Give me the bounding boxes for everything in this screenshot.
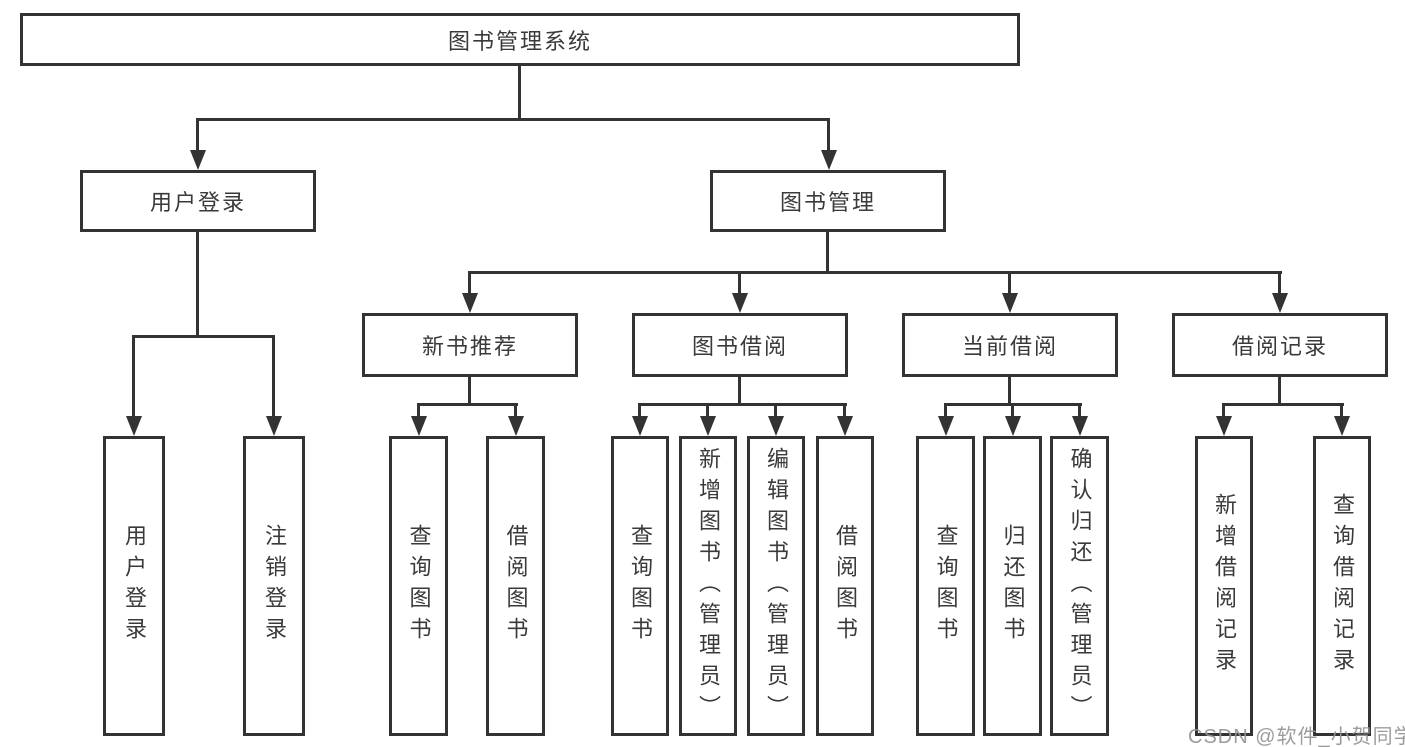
connector-line bbox=[1278, 271, 1281, 298]
connector-line bbox=[132, 335, 135, 420]
connector-line bbox=[1222, 403, 1344, 406]
connector-line bbox=[738, 271, 741, 298]
connector-line bbox=[417, 403, 420, 420]
connector-line bbox=[826, 232, 829, 274]
connector-line bbox=[468, 271, 471, 298]
arrowhead-down-icon bbox=[1005, 416, 1021, 436]
connector-line bbox=[1278, 377, 1281, 406]
connector-line bbox=[738, 377, 741, 406]
arrowhead-down-icon bbox=[1216, 416, 1232, 436]
arrowhead-down-icon bbox=[411, 416, 427, 436]
arrowhead-down-icon bbox=[1072, 416, 1088, 436]
arrowhead-down-icon bbox=[938, 416, 954, 436]
connector-line bbox=[468, 271, 1282, 274]
arrowhead-down-icon bbox=[768, 416, 784, 436]
connector-line bbox=[272, 335, 275, 420]
connector-line bbox=[468, 377, 471, 406]
connector-line bbox=[706, 403, 709, 420]
leaf-add-books-admin: 新增图书（管理员） bbox=[679, 436, 737, 736]
connector-line bbox=[1008, 271, 1011, 298]
connector-line bbox=[843, 403, 846, 420]
arrowhead-down-icon bbox=[266, 416, 282, 436]
node-root: 图书管理系统 bbox=[20, 13, 1020, 66]
watermark: CSDN @软件_小贺同学 bbox=[1188, 726, 1405, 747]
node-current-borrowing: 当前借阅 bbox=[902, 313, 1118, 377]
connector-line bbox=[417, 403, 518, 406]
arrowhead-down-icon bbox=[700, 416, 716, 436]
leaf-logout: 注销登录 bbox=[243, 436, 305, 736]
leaf-query-borrow-record: 查询借阅记录 bbox=[1313, 436, 1371, 736]
leaf-query-books-recommend: 查询图书 bbox=[389, 436, 448, 736]
connector-line bbox=[944, 403, 947, 420]
leaf-user-login: 用户登录 bbox=[103, 436, 165, 736]
arrowhead-down-icon bbox=[821, 150, 837, 170]
connector-line bbox=[1222, 403, 1225, 420]
leaf-confirm-return-admin: 确认归还（管理员） bbox=[1050, 436, 1109, 736]
connector-line bbox=[196, 118, 830, 121]
arrowhead-down-icon bbox=[632, 416, 648, 436]
connector-line bbox=[196, 118, 199, 154]
connector-line bbox=[638, 403, 847, 406]
arrowhead-down-icon bbox=[462, 293, 478, 313]
connector-line bbox=[1340, 403, 1343, 420]
connector-line bbox=[132, 335, 275, 338]
connector-line bbox=[774, 403, 777, 420]
leaf-query-books-borrowing: 查询图书 bbox=[611, 436, 669, 736]
connector-line bbox=[827, 118, 830, 154]
node-new-book-recommendation: 新书推荐 bbox=[362, 313, 578, 377]
connector-line bbox=[518, 66, 521, 120]
arrowhead-down-icon bbox=[1002, 293, 1018, 313]
arrowhead-down-icon bbox=[1272, 293, 1288, 313]
arrowhead-down-icon bbox=[1334, 416, 1350, 436]
leaf-edit-books-admin: 编辑图书（管理员） bbox=[747, 436, 805, 736]
connector-line bbox=[1078, 403, 1081, 420]
leaf-return-books: 归还图书 bbox=[983, 436, 1042, 736]
arrowhead-down-icon bbox=[837, 416, 853, 436]
connector-line bbox=[1011, 403, 1014, 420]
node-book-borrowing: 图书借阅 bbox=[632, 313, 848, 377]
connector-line bbox=[1008, 377, 1011, 406]
node-borrowing-records: 借阅记录 bbox=[1172, 313, 1388, 377]
connector-line bbox=[638, 403, 641, 420]
connector-line bbox=[196, 232, 199, 338]
arrowhead-down-icon bbox=[732, 293, 748, 313]
leaf-borrow-books-borrowing: 借阅图书 bbox=[816, 436, 874, 736]
arrowhead-down-icon bbox=[126, 416, 142, 436]
arrowhead-down-icon bbox=[190, 150, 206, 170]
leaf-query-books-current: 查询图书 bbox=[916, 436, 975, 736]
connector-line bbox=[514, 403, 517, 420]
leaf-add-borrow-record: 新增借阅记录 bbox=[1195, 436, 1253, 736]
leaf-borrow-books-recommend: 借阅图书 bbox=[486, 436, 545, 736]
node-user-login: 用户登录 bbox=[80, 170, 316, 232]
arrowhead-down-icon bbox=[508, 416, 524, 436]
node-book-management: 图书管理 bbox=[710, 170, 946, 232]
